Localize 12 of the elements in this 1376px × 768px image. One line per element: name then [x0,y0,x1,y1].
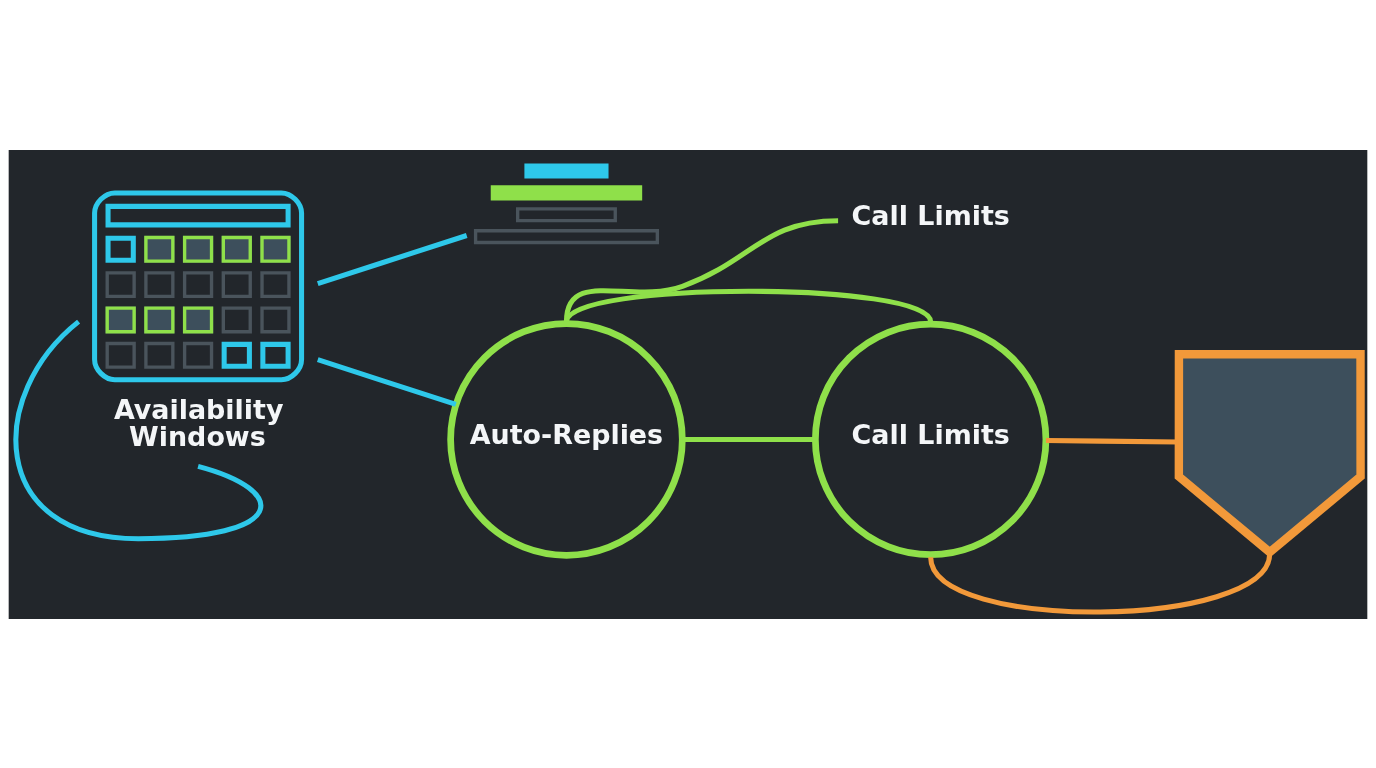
connector [563,217,839,322]
connector [682,436,816,442]
node-circle: Call Limits [812,320,1050,558]
connector [928,552,1273,615]
connector [13,319,263,541]
node-label: Availability Windows [113,393,284,452]
node-circle: Auto-Replies [447,319,686,559]
connector [564,288,933,323]
node-shield [1174,349,1365,558]
node-text: Call Limits [851,199,1010,231]
connector [317,232,468,286]
connector [317,356,457,407]
